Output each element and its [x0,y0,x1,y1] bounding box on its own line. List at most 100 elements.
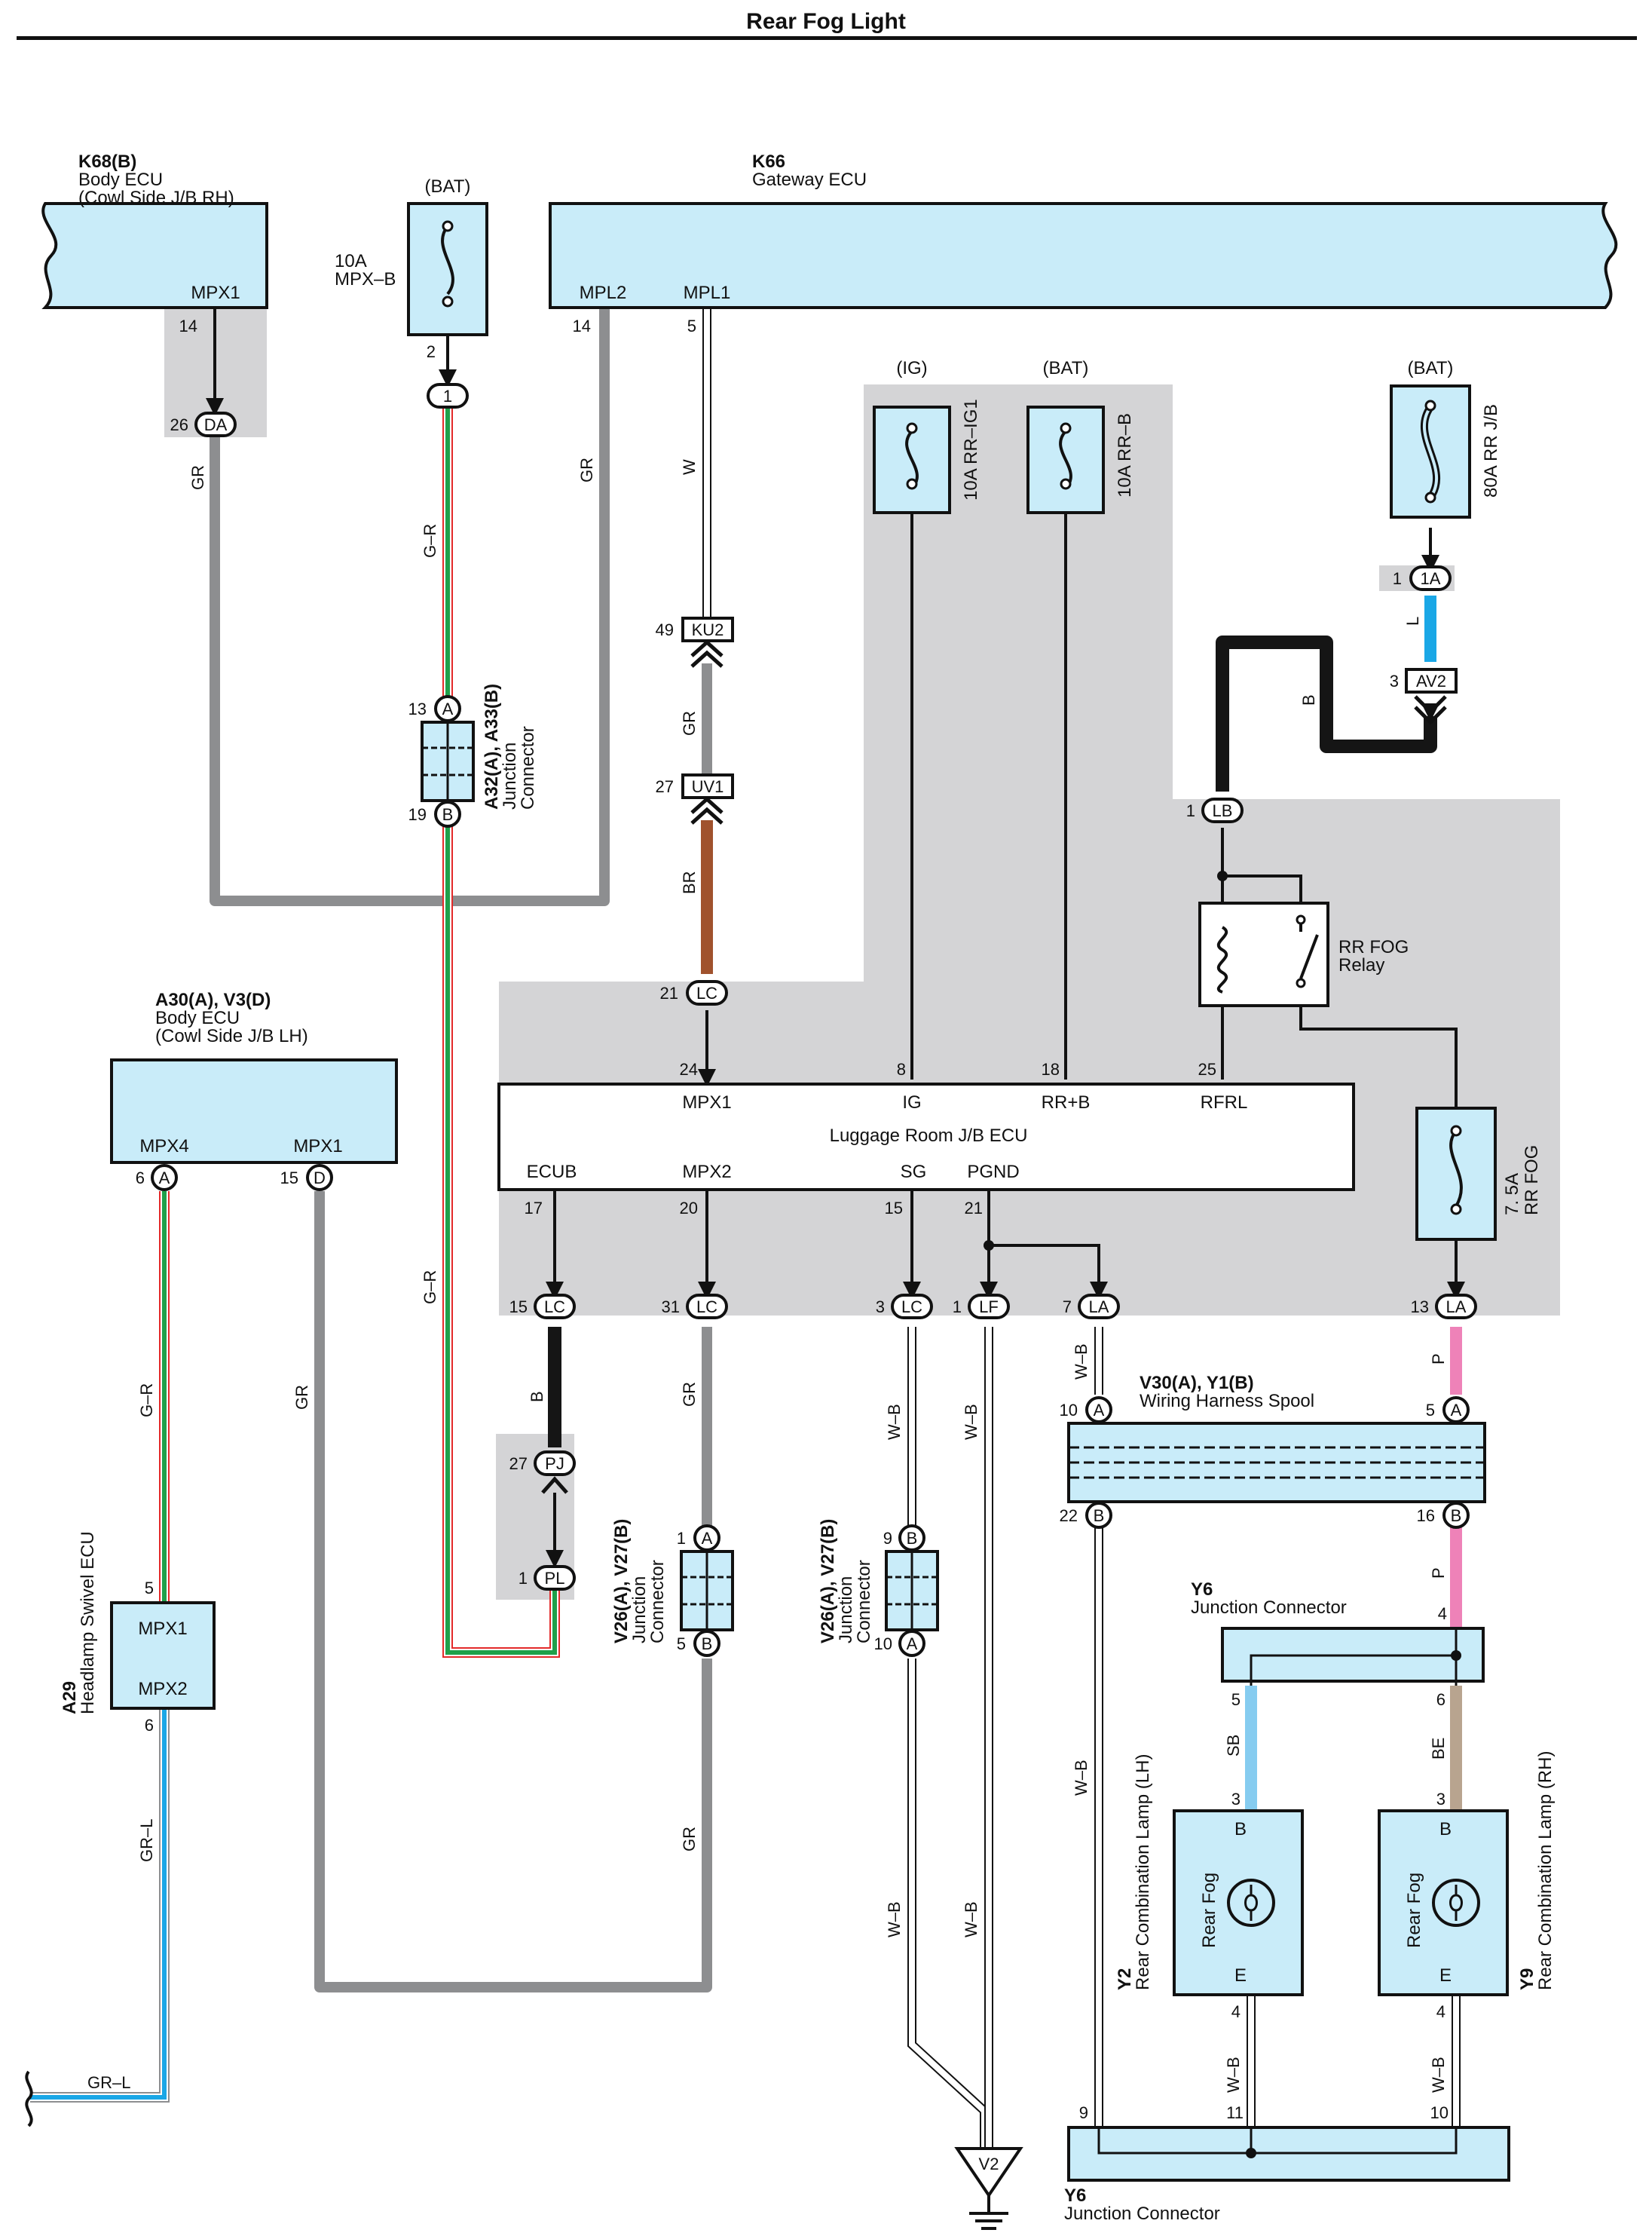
spool-conn-br: B 16 [1417,1502,1470,1529]
jc-v26a-code: V26(A), V27(B) [611,1519,632,1643]
ku2-wire: GR [680,711,699,736]
ecu-pin-24-no: 24 [680,1060,698,1079]
jc-v26b-pin-b: 10 [874,1634,892,1653]
jc-v26-b: B A [885,1524,939,1657]
wire-relay-feed [1222,874,1302,908]
a30-body-ecu: A30(A), V3(D) Body ECU (Cowl Side J/B LH… [110,990,398,1164]
conn-a30-a: A [151,1164,178,1191]
lower-connector-row: LC 15 LC 31 LC 3 LF 1 LA 7 LA 13 [509,1294,1477,1319]
a30-pin1-no: 6 [136,1169,145,1187]
jc-v26a-name: Junction [629,1576,650,1643]
k66-pin2-no: 5 [687,317,696,335]
ecu-pin-21-no: 21 [965,1199,983,1218]
conn-lc21-label: LC [696,984,717,1003]
conn-uv1-pin: 27 [656,777,674,796]
k66-pin1-name: MPL2 [580,283,627,303]
k66-wire1: GR [577,458,596,482]
y9-name: Rear Combination Lamp (RH) [1535,1751,1556,1990]
ecu-pin-ecub: ECUB [527,1162,577,1182]
conn-la13-label: LA [1446,1297,1467,1316]
y6-bottom-pin3: 10 [1430,2103,1449,2122]
conn-la13-pin: 13 [1411,1297,1429,1316]
spool-conn-bl: B 22 [1060,1502,1112,1529]
y9-rear-combination-lamp-rh: B E Rear Fog Y9 Rear Combination Lamp (R… [1378,1751,1556,1996]
a29-wire-end: GR–L [87,2073,130,2092]
a29-pin2-no: 6 [145,1716,154,1735]
y6-top-pin-in: 4 [1438,1604,1447,1623]
jc-a32-pin-a: 13 [408,700,427,718]
wire-lc15-label: B [528,1391,546,1402]
wire-relay-fuse [1299,991,1458,1108]
ecu-pin-mpx1: MPX1 [682,1092,731,1113]
y6-junction-bottom: Y6 Junction Connector [1064,2126,1510,2224]
arrow-pgnd-la [989,1244,1108,1300]
k68-name: Body ECU [78,170,163,190]
a29-pin2-name: MPX2 [138,1679,187,1699]
spool-pin-tl: 10 [1060,1401,1078,1420]
fuse-mpxb-name: MPX–B [335,269,396,289]
conn-uv1-label: UV1 [692,777,724,796]
spool-pin-tr: 5 [1426,1401,1435,1420]
conn-pj-label: PJ [545,1454,564,1473]
k68-code: K68(B) [78,152,136,172]
ecu-pin-mpx2: MPX2 [682,1162,731,1182]
conn-lc21: LC [686,980,728,1006]
jc-a32: A B [421,695,475,828]
y6-bottom-name: Junction Connector [1064,2204,1220,2224]
conn-ku2: KU2 [681,617,734,668]
jc-v26a-name2: Connector [647,1560,668,1643]
conn-lc31-label: LC [696,1297,717,1316]
y2-bulb-icon [1227,1879,1275,1927]
wire-a30-mpx1-gr [314,1191,712,1992]
wire-a29-grl [30,1710,170,2103]
a30-location: (Cowl Side J/B LH) [155,1026,308,1046]
y6-top-pin-l: 5 [1231,1690,1241,1709]
jc-v26b-name: Junction [836,1576,856,1643]
wire-lc31-label: GR [680,1382,699,1407]
mpxb-wire-lower: G–R [421,1270,439,1304]
fuse-rrjb: (BAT) 80A RR J/B [1390,358,1501,519]
conn-lf1-pin: 1 [953,1297,962,1316]
spool-name: Wiring Harness Spool [1140,1391,1314,1411]
y9-pin-b-no: 3 [1436,1790,1446,1809]
a30-pin1-name: MPX4 [139,1136,188,1156]
jc-a32-name2: Connector [518,726,538,810]
conn-uv1: UV1 [681,773,734,825]
fuse-rrfog-name: RR FOG [1522,1145,1542,1215]
ecu-pin-18-no: 18 [1042,1060,1060,1079]
jc-v26b-wire: W–B [885,1901,904,1937]
fuse-mpxb: (BAT) 10A MPX–B [335,176,488,336]
luggage-ecu-name: Luggage Room J/B ECU [830,1126,1028,1146]
conn-av2: AV2 [1405,668,1458,725]
conn-ku2-label: KU2 [692,620,724,639]
y2-code: Y2 [1115,1968,1135,1990]
jc-v26b-conn-b: A [907,1634,918,1653]
y2-name: Rear Combination Lamp (LH) [1133,1754,1153,1990]
y9-bulb-icon [1432,1879,1480,1927]
a29-pin1-name: MPX1 [138,1619,187,1639]
fuse-rrfog-rating: 7. 5A [1502,1173,1522,1215]
fuse-rrig1: (IG) 10A RR–IG1 [873,358,981,514]
jc-v26b-conn-a: B [907,1529,918,1548]
mpxb-wire: G–R [421,524,439,558]
conn-lc15-label: LC [544,1297,565,1316]
ecu-pin-8-no: 8 [897,1060,906,1079]
y6-bottom-pin1: 9 [1079,2103,1088,2122]
rr-fog-relay: RR FOG Relay [1198,902,1409,1007]
conn-lc3-pin: 3 [876,1297,885,1316]
wire-mpxb-gr [442,404,560,1658]
conn-lc3: LC 3 [876,1294,933,1319]
spool-conn-tr: A 5 [1426,1396,1470,1423]
jc-v26a-wire: GR [680,1827,699,1852]
conn-ku2-pin: 49 [656,620,674,639]
ecu-pin-17-no: 17 [525,1199,543,1218]
a30-code: A30(A), V3(D) [155,990,271,1010]
a29-pin1-no: 5 [145,1579,154,1597]
conn-pj: PJ [534,1450,576,1494]
conn-1: 1 [427,383,469,409]
ground-v2-label: V2 [979,2155,999,2173]
wiring-harness-spool: V30(A), Y1(B) Wiring Harness Spool [1067,1373,1486,1503]
a29-wire: GR–L [137,1819,156,1862]
y9-code: Y9 [1517,1968,1537,1990]
a30-name: Body ECU [155,1008,240,1028]
